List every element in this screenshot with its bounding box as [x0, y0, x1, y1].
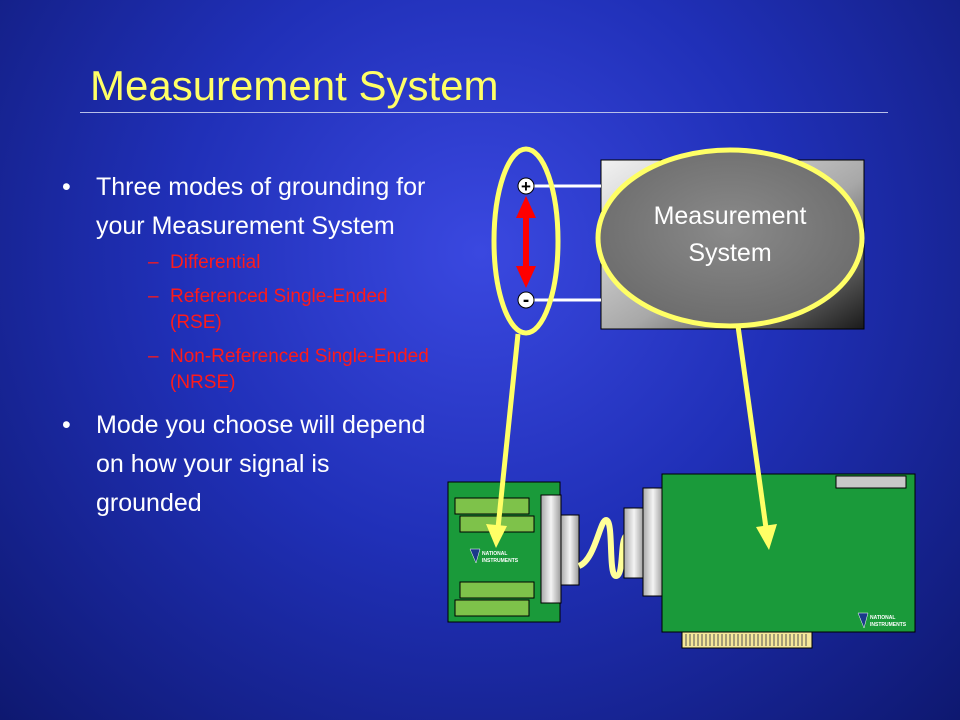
connector-left [540, 494, 562, 604]
terminal-strip [459, 581, 535, 599]
measurement-system-label-line2: System [688, 239, 772, 267]
pointer-arrow-terminals [495, 333, 521, 529]
sub-item-text: Referenced Single-Ended (RSE) [170, 286, 388, 333]
daq-board [661, 473, 916, 633]
measurement-system-label-line1: Measurement [653, 202, 807, 230]
terminal-strip [454, 599, 530, 617]
terminal-highlight-ellipse [491, 146, 561, 336]
bullet-item: • Mode you choose will depend on how you… [62, 406, 432, 523]
ni-logo-mark [857, 612, 869, 629]
connector-right-inner [623, 507, 645, 579]
measurement-system-label: Measurement System [610, 198, 850, 272]
ni-logo-large: NATIONAL INSTRUMENTS [857, 612, 907, 629]
terminal-plus [517, 177, 535, 195]
measurement-system-ellipse [595, 147, 865, 329]
bullet-list: • Three modes of grounding for your Meas… [62, 168, 432, 523]
sub-item-text: Non-Referenced Single-Ended (NRSE) [170, 346, 429, 393]
bullet-text: Mode you choose will depend on how your … [96, 411, 426, 517]
terminal-strip [454, 497, 530, 515]
ni-logo-mark [469, 548, 481, 564]
sub-list: – Differential – Referenced Single-Ended… [96, 250, 432, 396]
slide-title: Measurement System [90, 62, 499, 109]
signal-arrow-down-head [516, 266, 536, 288]
terminal-plus-label: + [521, 177, 531, 196]
cable [577, 516, 629, 580]
pointer-arrow-system [735, 325, 769, 529]
logo-text-line1: NATIONAL [482, 551, 507, 557]
pointer-arrowhead-system [756, 524, 777, 550]
bullet-item: • Three modes of grounding for your Meas… [62, 168, 432, 396]
sub-item-nrse: – Non-Referenced Single-Ended (NRSE) [96, 344, 432, 396]
connector-left-inner [560, 514, 580, 586]
pci-contacts [685, 634, 807, 646]
dash-marker: – [148, 252, 159, 273]
sub-item-text: Differential [170, 252, 261, 273]
signal-arrow-up-head [516, 196, 536, 218]
sub-item-rse: – Referenced Single-Ended (RSE) [96, 284, 432, 336]
daq-bracket [835, 475, 907, 489]
bullet-text: Three modes of grounding for your Measur… [96, 173, 426, 240]
ni-logo-small: NATIONAL INSTRUMENTS [469, 548, 519, 564]
bullet-marker: • [62, 173, 71, 201]
dash-marker: – [148, 286, 159, 307]
logo-text-line2: INSTRUMENTS [870, 622, 907, 628]
sub-item-differential: – Differential [96, 250, 432, 276]
dash-marker: – [148, 346, 159, 367]
pointer-arrowhead-terminals [486, 524, 507, 548]
bullet-marker: • [62, 411, 71, 439]
terminal-minus [517, 291, 535, 309]
title-divider [80, 112, 888, 113]
logo-text-line2: INSTRUMENTS [482, 558, 519, 564]
logo-text-line1: NATIONAL [870, 615, 895, 621]
terminal-minus-label: - [523, 290, 529, 311]
connector-right [642, 487, 664, 597]
